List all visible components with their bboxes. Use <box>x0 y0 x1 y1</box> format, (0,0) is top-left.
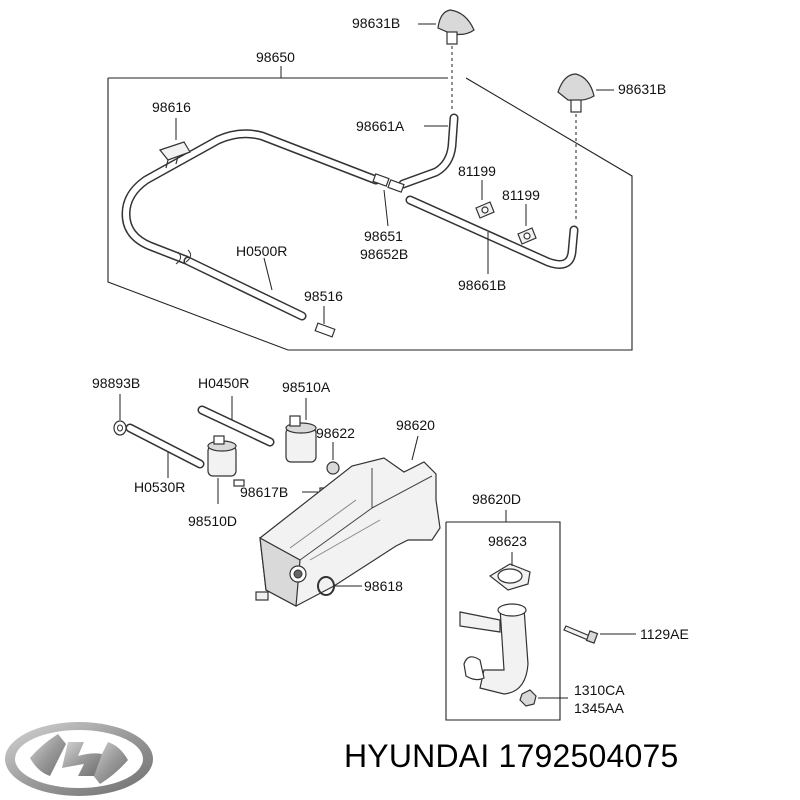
filler-neck <box>459 603 529 695</box>
nozzle-98631B-top <box>418 9 475 110</box>
upper-leader-lines <box>263 125 489 291</box>
label-98616: 98616 <box>152 99 191 115</box>
connector-98651 <box>372 173 405 227</box>
label-H0500R: H0500R <box>236 243 287 259</box>
part-labels: 98631B 98650 98631B 98616 98661A 81199 8… <box>92 15 689 716</box>
hose-98661B <box>405 195 579 269</box>
label-98651: 98651 <box>364 228 403 244</box>
hose-98650 <box>121 129 381 265</box>
clip-81199-b <box>517 204 537 245</box>
label-98661B: 98661B <box>458 277 506 293</box>
label-98510D: 98510D <box>188 513 237 529</box>
label-98618: 98618 <box>364 578 403 594</box>
label-98893B: 98893B <box>92 375 140 391</box>
label-98652B: 98652B <box>360 246 408 262</box>
hyundai-logo-icon <box>5 722 153 796</box>
label-98622: 98622 <box>316 425 355 441</box>
reservoir-98620 <box>255 435 441 607</box>
label-1345AA: 1345AA <box>574 700 624 716</box>
pump-98510D <box>207 435 245 504</box>
bolt-1129AE <box>563 625 636 644</box>
label-H0450R: H0450R <box>198 375 249 391</box>
hose-H0500R <box>175 249 307 321</box>
pump-98510A <box>285 398 317 463</box>
label-98620: 98620 <box>396 417 435 433</box>
brand-part-number-caption: HYUNDAI 1792504075 <box>344 738 679 774</box>
label-98623: 98623 <box>488 533 527 549</box>
label-98516: 98516 <box>304 288 343 304</box>
label-1310CA: 1310CA <box>574 682 625 698</box>
label-98510A: 98510A <box>282 379 331 395</box>
nut-1310CA <box>519 689 568 707</box>
hose-H0450R <box>197 396 275 447</box>
label-98650: 98650 <box>256 49 295 65</box>
grommet-98893B <box>113 394 127 436</box>
upper-assembly-frame <box>107 66 633 351</box>
clip-81199-a <box>475 180 495 219</box>
label-81199-a: 81199 <box>458 163 496 179</box>
label-98661A: 98661A <box>356 118 405 134</box>
gasket-98618 <box>317 576 362 596</box>
label-81199-b: 81199 <box>502 187 540 203</box>
grommet-98622 <box>326 442 340 475</box>
hose-H0530R <box>125 423 205 478</box>
connector-98516 <box>314 306 336 338</box>
label-98631B-top: 98631B <box>352 15 400 31</box>
filler-neck-frame <box>445 510 561 721</box>
label-1129AE: 1129AE <box>640 626 689 642</box>
nozzle-98631B-right <box>557 73 614 222</box>
filler-cap-98623 <box>488 552 531 591</box>
label-98631B-right: 98631B <box>618 81 666 97</box>
hose-98661A <box>398 113 459 189</box>
label-H0530R: H0530R <box>134 479 185 495</box>
label-98617B: 98617B <box>240 484 288 500</box>
label-98620D: 98620D <box>472 491 521 507</box>
clip-98616 <box>158 118 191 169</box>
